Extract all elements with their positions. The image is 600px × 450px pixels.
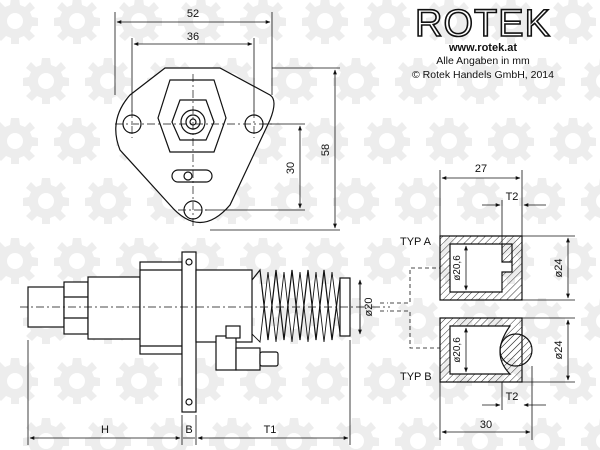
dim-typ-b-outer-label: ø24 [553, 341, 565, 360]
dim-t2-top-label: T2 [506, 191, 519, 203]
gear-watermark-icon [302, 358, 348, 404]
gear-watermark-icon [395, 418, 441, 450]
gear-watermark-icon [54, 0, 100, 44]
dim-h-label: H [101, 424, 109, 436]
gear-watermark-icon [85, 58, 131, 104]
dim-t2-bottom-label: T2 [506, 391, 519, 403]
gear-watermark-icon [581, 298, 600, 344]
gear-watermark-icon [85, 178, 131, 224]
gear-watermark-icon [23, 58, 69, 104]
dim-52-label: 52 [187, 8, 199, 20]
gear-watermark-icon [581, 418, 600, 450]
gear-watermark-icon [519, 418, 565, 450]
brand-block: ROTEK www.rotek.at Alle Angaben in mm © … [388, 3, 578, 82]
dim-27-label: 27 [475, 163, 487, 175]
gear-watermark-icon [271, 178, 317, 224]
gear-watermark-icon [0, 358, 38, 404]
gear-watermark-icon [488, 118, 534, 164]
dim-58-label: 58 [320, 144, 332, 156]
typ-b-label: TYP B [400, 371, 432, 383]
dim-30-label: 30 [285, 162, 297, 174]
gear-watermark-icon [457, 178, 503, 224]
flange-top-view [115, 67, 275, 224]
gear-watermark-icon [550, 118, 596, 164]
gear-watermark-icon [54, 358, 100, 404]
brand-url[interactable]: www.rotek.at [448, 42, 518, 54]
pump-side-view [27, 251, 351, 413]
gear-watermark-icon [271, 418, 317, 450]
gear-watermark-icon [550, 358, 596, 404]
gear-watermark-icon [333, 58, 379, 104]
dim-typ-a-outer-label: ø24 [553, 259, 565, 278]
typ-a-label: TYP A [400, 236, 432, 248]
gear-watermark-icon [333, 418, 379, 450]
gear-watermark-icon [364, 118, 410, 164]
dim-36-label: 36 [187, 31, 199, 43]
dim-30-bottom-label: 30 [480, 419, 492, 431]
gear-watermark-icon [302, 0, 348, 44]
units-note: Alle Angaben in mm [436, 55, 530, 67]
gear-watermark-icon [581, 178, 600, 224]
gear-watermark-icon [0, 238, 38, 284]
gear-watermark-icon [23, 418, 69, 450]
rotek-logo: ROTEK [414, 3, 551, 45]
gear-watermark-icon [209, 418, 255, 450]
gear-watermark-icon [0, 118, 38, 164]
copyright-note: © Rotek Handels GmbH, 2014 [412, 69, 554, 81]
dim-b-label: B [185, 424, 192, 436]
gear-watermark-icon [23, 178, 69, 224]
gear-watermark-icon [426, 118, 472, 164]
dim-t1-label: T1 [264, 424, 277, 436]
spring-diameter-label: ø20 [363, 298, 375, 317]
gear-watermark-icon [395, 178, 441, 224]
gear-watermark-icon [54, 118, 100, 164]
dim-typ-a-inner-label: ø20,6 [452, 255, 463, 281]
gear-watermark-icon [0, 0, 38, 44]
gear-watermark-icon [333, 178, 379, 224]
dim-typ-b-inner-label: ø20,6 [452, 337, 463, 363]
gear-watermark-icon [395, 298, 441, 344]
gear-watermark-icon [271, 58, 317, 104]
gear-watermark-icon [116, 358, 162, 404]
gear-watermark-icon [581, 58, 600, 104]
gear-watermark-icon [519, 178, 565, 224]
